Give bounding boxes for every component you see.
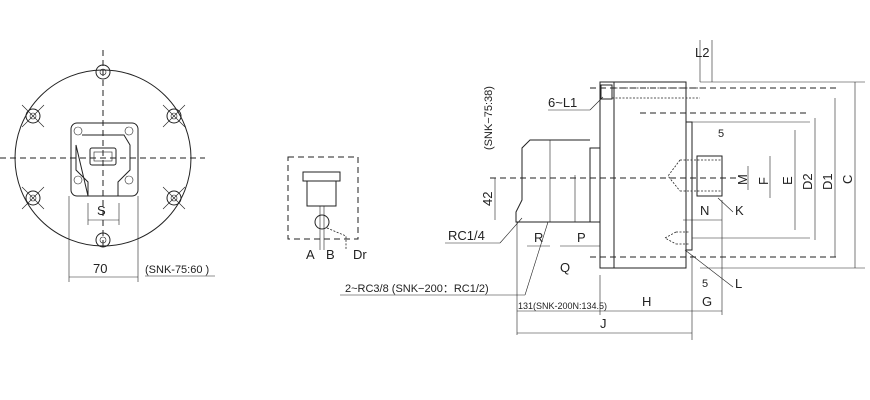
k-label: K: [735, 203, 744, 218]
dim-l2-label: L2: [695, 45, 709, 60]
port-b-label: B: [326, 247, 335, 262]
dim-j-label: J: [600, 316, 607, 331]
dim-f-label: F: [756, 177, 771, 185]
dim-e-label: E: [780, 176, 795, 185]
dim-c-label: C: [840, 175, 855, 184]
dim-5-top-label: 5: [718, 128, 724, 140]
dim-r-label: R: [534, 230, 543, 245]
dim-5-bottom-label: 5: [702, 278, 708, 290]
dim-42-label: 42: [480, 192, 495, 206]
rc14-label: RC1/4: [448, 228, 485, 243]
snk75-38-note: (SNK−75:38): [483, 86, 495, 150]
dim-70-label: 70: [93, 261, 107, 276]
dim-d1-label: D1: [820, 173, 835, 190]
snk75-note: (SNK-75:60 ): [145, 264, 209, 276]
rc38-label: 2~RC3/8 (SNK−200：RC1/2): [345, 283, 489, 295]
port-a-label: A: [306, 247, 315, 262]
l-label: L: [735, 276, 742, 291]
dim-q-label: Q: [560, 260, 570, 275]
port-dr-label: Dr: [353, 247, 367, 262]
bolt-l1-label: 6~L1: [548, 95, 577, 110]
bolt-holes: [21, 64, 186, 248]
dim-h-label: H: [642, 294, 651, 309]
dim-n-label: N: [700, 203, 709, 218]
dim-g-label: G: [702, 294, 712, 309]
dim-p-label: P: [577, 230, 586, 245]
front-view: S 70 (SNK-75:60 ): [0, 50, 215, 282]
dim-m-label: M: [735, 174, 750, 185]
dim-s-label: S: [97, 203, 106, 218]
dim-131-label: 131(SNK-200N:134.5): [518, 301, 607, 311]
hydraulic-symbol: A B Dr: [287, 156, 367, 262]
side-view: L2 6~L1 (SNK−75:38) 42 RC1/4 R P Q 2~RC3…: [340, 40, 865, 340]
dim-d2-label: D2: [800, 173, 815, 190]
